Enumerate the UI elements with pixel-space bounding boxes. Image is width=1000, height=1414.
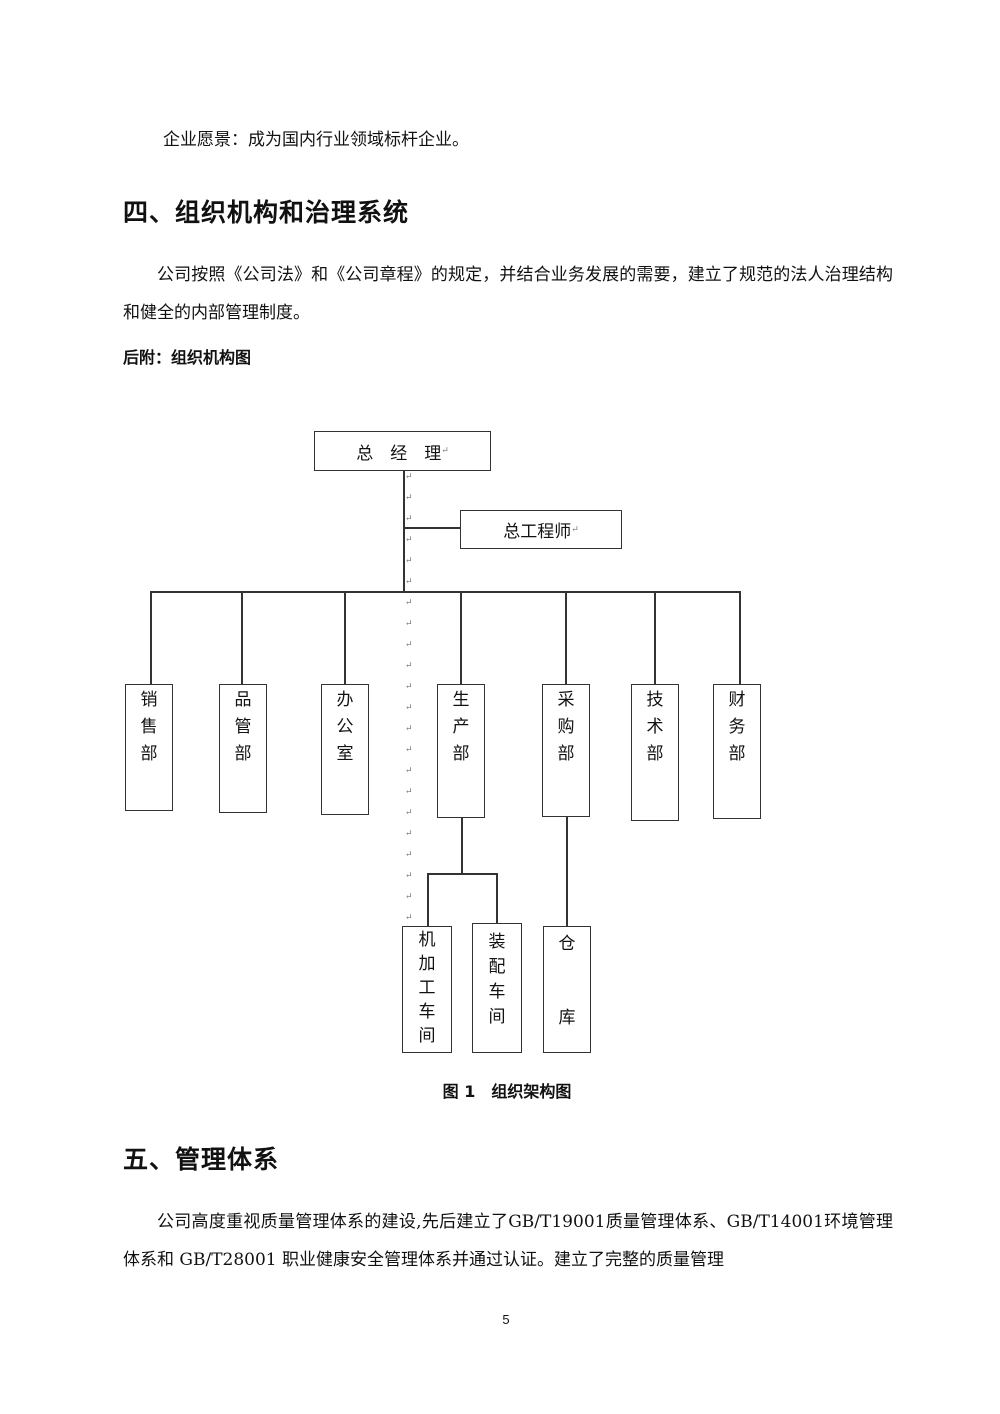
return-mark: ↵ [571, 524, 579, 535]
main-trunk-line [403, 470, 405, 592]
department-sales-box: 销 售 部 [125, 684, 173, 811]
sub-drop-1 [427, 873, 429, 927]
dept-char: 部 [234, 744, 252, 764]
chief-engineer-box: 总工程师↵ [460, 510, 622, 549]
sub-char: 车 [488, 982, 506, 1002]
dept-char: 售 [140, 717, 158, 737]
department-technology-box: 技 术 部 [631, 684, 679, 821]
department-office-box: 办 公 室 [321, 684, 369, 815]
page-number: 5 [502, 1312, 510, 1327]
department-production-box: 生 产 部 [437, 684, 485, 818]
return-mark: ↵ [405, 892, 413, 902]
return-mark: ↵ [405, 514, 413, 524]
section-4-heading: 四、组织机构和治理系统 [123, 198, 410, 227]
production-sub-bus [427, 873, 497, 875]
department-purchasing-box: 采 购 部 [542, 684, 590, 817]
return-mark: ↵ [405, 766, 413, 776]
return-mark: ↵ [405, 745, 413, 755]
purchasing-down-line [566, 816, 568, 927]
return-mark: ↵ [405, 808, 413, 818]
return-mark: ↵ [405, 493, 413, 503]
sub-char: 间 [488, 1007, 506, 1027]
sub-char: 配 [488, 957, 506, 977]
dept-char: 办 [336, 690, 354, 710]
return-mark: ↵ [405, 682, 413, 692]
dept-drop-3 [344, 591, 346, 685]
return-mark: ↵ [441, 446, 449, 456]
return-mark: ↵ [405, 871, 413, 881]
sub-char: 仓 [558, 934, 576, 954]
sub-char: 工 [418, 978, 436, 998]
return-mark: ↵ [405, 703, 413, 713]
return-mark: ↵ [405, 787, 413, 797]
dept-char: 销 [140, 690, 158, 710]
chief-engineer-connector [403, 527, 461, 529]
section-5-paragraph: 公司高度重视质量管理体系的建设,先后建立了GB/T19001质量管理体系、GB/… [123, 1212, 893, 1270]
dept-char: 购 [557, 717, 575, 737]
dept-char: 术 [646, 717, 664, 737]
return-mark: ↵ [405, 535, 413, 545]
department-finance-box: 财 务 部 [713, 684, 761, 819]
dept-char: 产 [452, 717, 470, 737]
return-mark: ↵ [405, 850, 413, 860]
general-manager-box: 总 经 理↵ [314, 431, 491, 471]
return-mark: ↵ [405, 556, 413, 566]
warehouse-box: 仓 库 [543, 926, 591, 1053]
paragraph-mark-column: ↵ ↵ ↵ ↵ ↵ ↵ ↵ ↵ ↵ ↵ ↵ ↵ ↵ ↵ ↵ ↵ ↵ ↵ ↵ ↵ ↵ ↵ [405, 472, 417, 922]
sub-char: 车 [418, 1002, 436, 1022]
production-down-line [461, 818, 463, 874]
dept-char: 部 [452, 744, 470, 764]
sub-drop-2 [496, 873, 498, 924]
dept-drop-5 [565, 591, 567, 685]
dept-char: 技 [646, 690, 664, 710]
return-mark: ↵ [405, 577, 413, 587]
vision-text: 企业愿景：成为国内行业领域标杆企业。 [163, 130, 469, 150]
return-mark: ↵ [405, 913, 413, 922]
return-mark: ↵ [405, 598, 413, 608]
department-bus-line [150, 591, 740, 593]
section-5-heading: 五、管理体系 [123, 1145, 280, 1174]
department-quality-box: 品 管 部 [219, 684, 267, 813]
return-mark: ↵ [405, 619, 413, 629]
dept-drop-1 [150, 591, 152, 685]
dept-drop-4 [460, 591, 462, 685]
return-mark: ↵ [405, 640, 413, 650]
dept-char: 部 [557, 744, 575, 764]
dept-char: 采 [557, 690, 575, 710]
chief-engineer-label: 总工程师 [503, 522, 572, 542]
figure-caption: 图 1 组织架构图 [442, 1082, 572, 1101]
return-mark: ↵ [405, 472, 413, 482]
dept-drop-7 [739, 591, 741, 685]
dept-drop-6 [654, 591, 656, 685]
return-mark: ↵ [405, 829, 413, 839]
dept-char: 务 [728, 717, 746, 737]
machining-workshop-box: 机 加 工 车 间 [402, 926, 452, 1053]
assembly-workshop-box: 装 配 车 间 [472, 923, 522, 1053]
return-mark: ↵ [405, 661, 413, 671]
dept-char: 管 [234, 717, 252, 737]
dept-char: 品 [234, 690, 252, 710]
dept-drop-2 [241, 591, 243, 685]
sub-char: 加 [418, 954, 436, 974]
dept-char: 生 [452, 690, 470, 710]
dept-char: 部 [646, 744, 664, 764]
general-manager-label: 总 经 理 [356, 443, 442, 464]
sub-char: 库 [558, 1008, 576, 1028]
dept-char: 室 [336, 744, 354, 764]
appendix-label: 后附：组织机构图 [123, 348, 252, 367]
section-4-paragraph: 公司按照《公司法》和《公司章程》的规定，并结合业务发展的需要，建立了规范的法人治… [123, 265, 893, 323]
sub-char: 间 [418, 1026, 436, 1046]
dept-char: 部 [140, 744, 158, 764]
dept-char: 财 [728, 690, 746, 710]
dept-char: 公 [336, 717, 354, 737]
dept-char: 部 [728, 744, 746, 764]
sub-char: 装 [488, 932, 506, 952]
return-mark: ↵ [405, 724, 413, 734]
sub-char: 机 [418, 930, 436, 950]
